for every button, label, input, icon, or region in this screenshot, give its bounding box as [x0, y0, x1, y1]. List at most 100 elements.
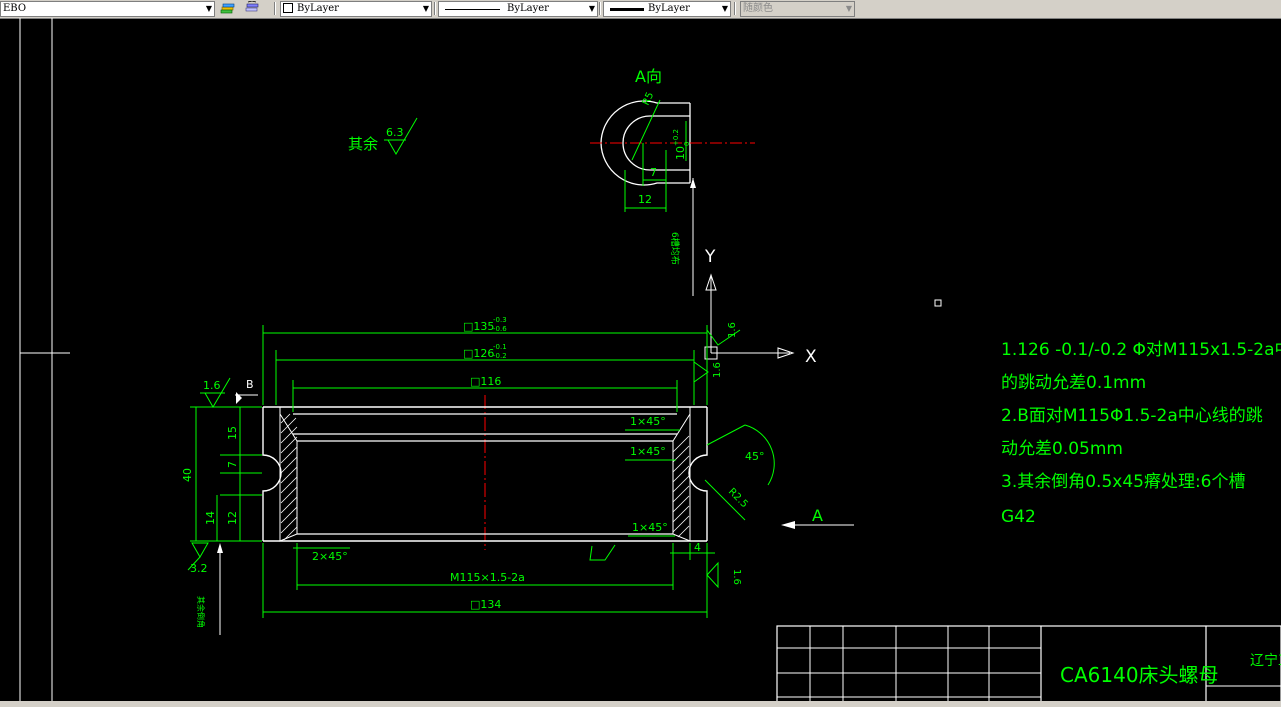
dim126-label: □126 — [463, 347, 494, 360]
note-line-4: 动允差0.05mm — [1001, 439, 1123, 459]
layer-previous-icon[interactable] — [244, 1, 260, 15]
section-dimensions: □135 -0.3 -0.6 □126 -0.1 -0.2 □116 1×45°… — [181, 316, 775, 618]
layer-state-icon[interactable] — [220, 1, 236, 15]
color-dropdown[interactable]: ByLayer ▼ — [280, 1, 432, 17]
angle-arc — [744, 424, 775, 486]
angle-leader — [706, 424, 746, 446]
roughness-symbol — [191, 542, 209, 559]
dim135-label: □135 — [463, 320, 494, 333]
toolbar-separator — [599, 2, 601, 15]
roughness-other: 其余 6.3 — [348, 117, 418, 155]
view-a-label: A向 — [635, 67, 662, 86]
roughness-leader — [187, 556, 201, 571]
dim10-label: 10 — [674, 146, 687, 160]
color-swatch — [283, 2, 293, 13]
toolbar-separator — [734, 2, 736, 15]
chevron-down-icon: ▼ — [588, 4, 595, 13]
section-view — [262, 395, 708, 550]
dim12-v-label: 12 — [226, 511, 239, 525]
note-line-5: 3.其余倒角0.5x45瘠处理:6个槽 — [1001, 472, 1246, 492]
r25-label: R2.5 — [726, 486, 750, 510]
ucs-x-arrow — [777, 347, 795, 359]
hatch-right — [672, 435, 690, 538]
section-right-edge — [688, 407, 708, 541]
technical-notes: 1.126 -0.1/-0.2 Φ对M115x1.5-2a中心线 的跳动允差0.… — [1001, 340, 1281, 527]
roughness-right-mid: 1.6 — [712, 362, 723, 378]
roughness-other-value: 6.3 — [386, 126, 404, 139]
section-arrow: A — [781, 506, 854, 529]
roughness-right-bottom: 1.6 — [731, 569, 742, 585]
dim10-tol-lo: 0 — [683, 142, 691, 146]
note-line-3: 2.B面对M115Φ1.5-2a中心线的跳 — [1001, 406, 1263, 426]
thread-label: M115×1.5-2a — [450, 571, 525, 584]
lineweight-dropdown[interactable]: ByLayer ▼ — [603, 1, 731, 17]
properties-toolbar: EBO ▼ ByLayer ▼ ByLayer ▼ ByLayer ▼ 随颜色 … — [0, 0, 1281, 19]
dim7-v-label: 7 — [226, 461, 239, 468]
layer-name: EBO — [3, 3, 27, 14]
part-name: CA6140床头螺母 — [1060, 663, 1219, 687]
drawing-canvas[interactable]: A向 R5 7 12 10 +0.2 0 6槽均布 其余 6.3 — [0, 18, 1281, 707]
view-a-slot — [622, 115, 690, 171]
roughness-symbol — [387, 117, 418, 155]
dim4-label: 4 — [694, 541, 701, 554]
plotstyle-value: 随颜色 — [743, 3, 773, 14]
chevron-down-icon: ▼ — [422, 4, 429, 13]
plotstyle-dropdown[interactable]: 随颜色 ▼ — [740, 1, 855, 17]
angle45-label: 45° — [745, 450, 765, 463]
roughness-symbol — [204, 377, 231, 408]
ucs-y-label: Y — [704, 247, 716, 267]
layer-dropdown[interactable]: EBO ▼ — [0, 1, 215, 17]
roughness-symbol — [706, 561, 719, 589]
view-a: A向 R5 7 12 10 +0.2 0 6槽均布 — [590, 67, 755, 296]
chamfer4-label: 2×45° — [312, 550, 348, 563]
ucs-y-arrow — [705, 273, 717, 291]
roughness-bottom-left: 3.2 — [190, 562, 208, 575]
hatch-boundary-left — [279, 412, 298, 542]
section-arrow-label: A — [812, 506, 823, 525]
chamfer1-label: 1×45° — [630, 415, 666, 428]
lineweight-preview — [610, 8, 644, 11]
dim14-label: 14 — [204, 511, 217, 525]
datum-arrowhead — [217, 543, 223, 553]
note-line-6: G42 — [1001, 507, 1036, 527]
status-bar — [0, 701, 1281, 707]
roughness-symbol — [706, 329, 741, 346]
leader-marker — [589, 544, 616, 561]
toolbar-separator — [274, 2, 276, 15]
ucs-icon: Y X — [704, 247, 817, 367]
dim7-label: 7 — [650, 166, 657, 179]
color-value: ByLayer — [297, 3, 339, 14]
r5-leader — [631, 99, 661, 161]
roughness-symbols: 1.6 B 3.2 其余倒角 1.6 1.6 1.6 — [187, 322, 742, 635]
dim10-tol-up: +0.2 — [672, 129, 680, 146]
linetype-value: ByLayer — [507, 3, 549, 14]
lineweight-value: ByLayer — [648, 3, 690, 14]
left-vertical-note: 其余倒角 — [196, 596, 206, 628]
title-block-frame — [776, 625, 1281, 707]
pickbox-icon — [934, 299, 942, 307]
dim15-label: 15 — [226, 426, 239, 440]
dim134-label: □134 — [470, 598, 501, 611]
dim40-label: 40 — [181, 468, 194, 482]
datum-triangle — [236, 392, 242, 404]
dim126-tol-up: -0.1 — [493, 343, 507, 351]
section-arrowhead — [781, 521, 795, 529]
company-name: 辽宁工 — [1250, 652, 1281, 669]
linetype-dropdown[interactable]: ByLayer ▼ — [438, 1, 598, 17]
roughness-top-left: 1.6 — [203, 379, 221, 392]
dim116-label: □116 — [470, 375, 501, 388]
dim12-label: 12 — [638, 193, 652, 206]
datum-b-label: B — [246, 378, 254, 391]
chevron-down-icon: ▼ — [721, 4, 728, 13]
roughness-symbol — [693, 361, 709, 383]
slot-note-arrowhead — [690, 178, 696, 188]
r5-label: R5 — [641, 91, 657, 108]
slot-note: 6槽均布 — [669, 232, 681, 265]
chamfer3-label: 1×45° — [632, 521, 668, 534]
dim135-tol-up: -0.3 — [493, 316, 507, 324]
ucs-origin-box — [704, 346, 718, 360]
dim126-tol-lo: -0.2 — [493, 352, 507, 360]
chevron-down-icon: ▼ — [205, 4, 212, 13]
roughness-right-top: 1.6 — [727, 322, 738, 338]
hatch-boundary-right — [672, 412, 691, 542]
